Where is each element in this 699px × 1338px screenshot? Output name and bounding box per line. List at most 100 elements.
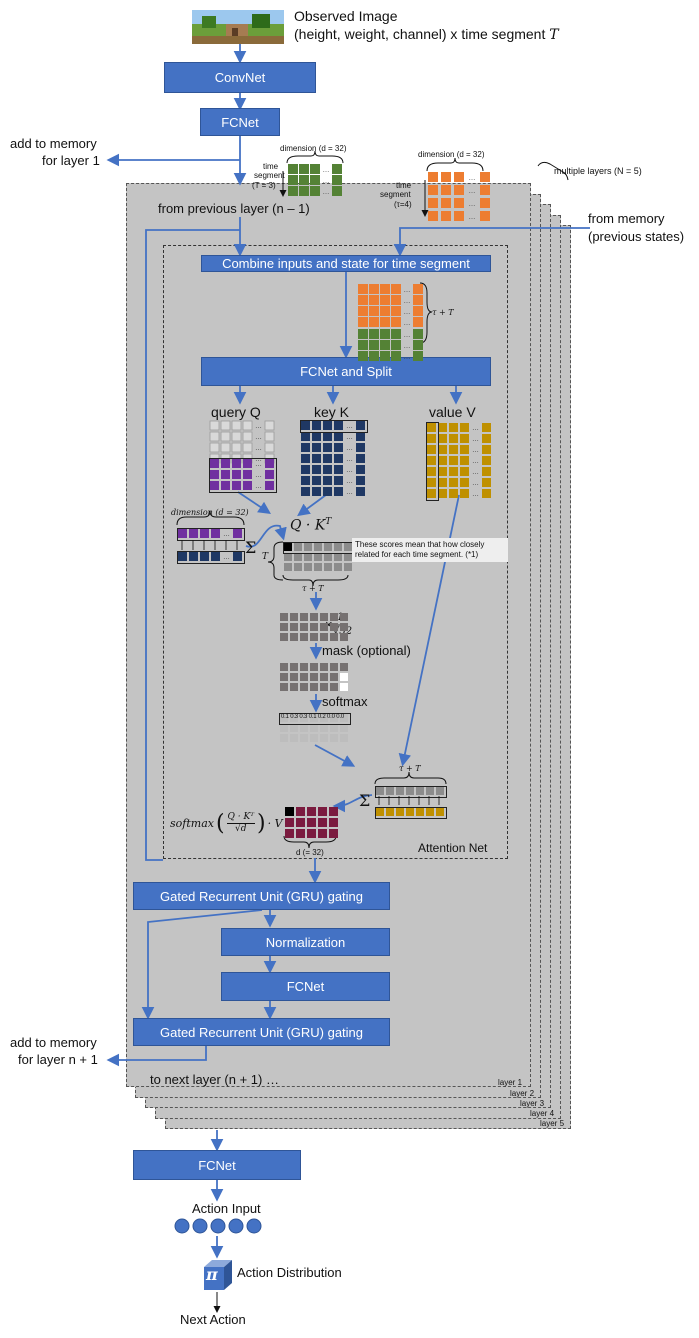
from-memory-line2: (previous states) (588, 229, 685, 244)
matrix-cell (340, 673, 348, 681)
scale-times: × (325, 617, 333, 632)
matrix-cell (294, 563, 302, 571)
attention-formula: softmax ( Q · Kᵀ √d ) · V (170, 811, 283, 836)
gru-gating-box-2: Gated Recurrent Unit (GRU) gating (133, 1018, 390, 1046)
matrix-cell (438, 434, 447, 443)
weight-row (375, 785, 447, 803)
matrix-cell (427, 456, 436, 465)
matrix-cell (300, 663, 308, 671)
time-seg-orange-3: (τ=4) (394, 200, 412, 209)
matrix-cell (285, 829, 294, 838)
matrix-cell (332, 175, 342, 185)
matrix-cell (290, 633, 298, 641)
matrix-cell (413, 317, 423, 327)
matrix-cell (288, 186, 298, 196)
matrix-cell (428, 185, 438, 195)
matrix-cell (356, 454, 365, 463)
observed-image-subtitle-symbol: T (549, 27, 559, 43)
matrix-cell (323, 476, 332, 485)
matrix-ellipsis: … (472, 447, 479, 454)
matrix-cell (300, 724, 308, 732)
matrix-cell (323, 432, 332, 441)
matrix-cell (312, 421, 321, 430)
matrix-cell (369, 295, 379, 305)
matrix-cell (413, 295, 423, 305)
matrix-cell (334, 487, 343, 496)
matrix-cell (314, 553, 322, 561)
matrix-cell (428, 198, 438, 208)
qk-formula: Q · KT (290, 517, 331, 534)
matrix-ellipsis: … (469, 188, 476, 195)
matrix-cell (330, 673, 338, 681)
mask-label: mask (optional) (322, 643, 411, 658)
matrix-cell (330, 734, 338, 742)
matrix-ellipsis: … (472, 458, 479, 465)
matrix-cell (200, 529, 209, 538)
matrix-cell (380, 340, 390, 350)
matrix-cell (220, 442, 231, 453)
matrix-cell (427, 423, 436, 432)
matrix-cell (438, 478, 447, 487)
matrix-cell (482, 434, 491, 443)
fcnet-top-box: FCNet (200, 108, 280, 136)
matrix-cell (416, 808, 424, 816)
matrix-cell (320, 683, 328, 691)
matrix-cell (480, 198, 490, 208)
matrix-cell (296, 829, 305, 838)
attention-formula-paren-open: ( (215, 811, 225, 836)
value-row (375, 806, 447, 824)
matrix-cell (340, 683, 348, 691)
matrix-cell (285, 818, 294, 827)
weighted-sum-symbol: Σ (359, 791, 371, 810)
layer-tag-5: layer 5 (540, 1119, 565, 1128)
matrix-ellipsis: … (404, 287, 411, 294)
matrix-cell (280, 673, 288, 681)
matrix-cell (312, 443, 321, 452)
matrix-cell (324, 563, 332, 571)
fcnet-mid-box: FCNet (221, 972, 390, 1001)
matrix-cell (264, 431, 275, 442)
weighted-sum-arrows (378, 796, 440, 805)
matrix-cell (232, 470, 241, 479)
matrix-cell (290, 673, 298, 681)
matrix-cell (312, 476, 321, 485)
matrix-cell (209, 420, 220, 431)
matrix-ellipsis: … (255, 461, 262, 468)
matrix-cell (231, 431, 242, 442)
matrix-cell (460, 489, 469, 498)
matrix-cell (340, 714, 348, 722)
matrix-cell (441, 198, 451, 208)
matrix-cells (280, 663, 348, 691)
matrix-cell (200, 552, 209, 561)
matrix-cells (285, 807, 338, 838)
matrix-cells (375, 807, 447, 819)
matrix-cell (356, 443, 365, 452)
matrix-cell (396, 808, 404, 816)
matrix-cell (391, 295, 401, 305)
matrix-cell (436, 787, 444, 795)
matrix-cell (299, 164, 309, 174)
attention-formula-fraction: Q · Kᵀ √d (226, 812, 256, 835)
matrix-cell (438, 456, 447, 465)
matrix-cell (416, 787, 424, 795)
matrix-cell (334, 454, 343, 463)
matrix-cell (288, 164, 298, 174)
matrix-cell (233, 529, 242, 538)
matrix-cell (334, 476, 343, 485)
matrix-cell (310, 175, 320, 185)
matrix-cell (301, 421, 310, 430)
matrix-cell (265, 481, 274, 490)
fcnet-split-box: FCNet and Split (201, 357, 491, 386)
matrix-cells: ……… (358, 329, 423, 361)
from-previous-layer-label: from previous layer (n – 1) (158, 201, 310, 216)
matrix-cell (320, 714, 328, 722)
matrix-cell (441, 211, 451, 221)
matrix-cell (332, 164, 342, 174)
matrix-cell (300, 734, 308, 742)
matrix-ellipsis: … (472, 469, 479, 476)
matrix-cell (334, 421, 343, 430)
matrix-cell (427, 478, 436, 487)
pi-symbol: π (206, 1265, 218, 1284)
matrix-cell (264, 442, 275, 453)
matrix-cell (376, 787, 384, 795)
